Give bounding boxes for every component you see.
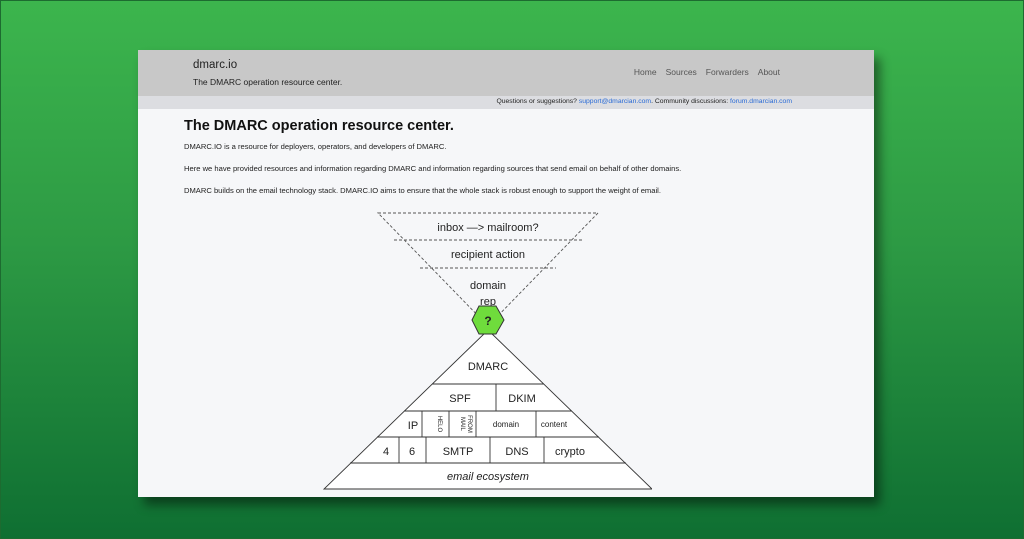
site-header: dmarc.io The DMARC operation resource ce… — [138, 50, 874, 96]
pyramid-spf-label: SPF — [449, 393, 471, 405]
forum-link[interactable]: forum.dmarcian.com — [730, 98, 792, 105]
nav-link-home[interactable]: Home — [633, 67, 657, 77]
pyramid-domain-label: domain — [493, 420, 519, 429]
pyramid-ipv4-label: 4 — [383, 446, 389, 458]
support-email-link[interactable]: support@dmarcian.com — [578, 98, 652, 105]
intro-paragraph: DMARC.IO is a resource for deployers, op… — [184, 142, 447, 151]
pyramid-smtp-label: SMTP — [443, 446, 474, 458]
stack-paragraph: DMARC builds on the email technology sta… — [184, 186, 661, 195]
funnel-outline — [376, 212, 600, 327]
main-content: The DMARC operation resource center. DMA… — [184, 118, 824, 195]
email-stack-diagram: inbox —> mailroom? recipient action doma… — [322, 212, 652, 490]
pyramid-grid — [350, 383, 626, 464]
pyramid-dmarc-label: DMARC — [468, 361, 508, 373]
contact-bar: Questions or suggestions? support@dmarci… — [138, 96, 874, 109]
nav-link-forwarders[interactable]: Forwarders — [705, 67, 749, 77]
pyramid-outline — [322, 329, 652, 490]
pyramid-ipv6-label: 6 — [409, 446, 415, 458]
site-tagline: The DMARC operation resource center. — [193, 77, 343, 87]
funnel-domain-label: domain — [470, 280, 506, 292]
questions-label: Questions or suggestions? — [496, 98, 577, 105]
community-label: . Community discussions: — [651, 98, 729, 105]
nav-link-about[interactable]: About — [757, 67, 780, 77]
website-screenshot: dmarc.io The DMARC operation resource ce… — [138, 50, 874, 497]
contact-line: Questions or suggestions? support@dmarci… — [496, 98, 792, 105]
top-nav: Home Sources Forwarders About — [634, 67, 780, 77]
nav-link-sources[interactable]: Sources — [665, 67, 697, 77]
pyramid-content-label: content — [541, 420, 568, 429]
pyramid-helo-label: HELO — [436, 416, 442, 433]
pyramid-dkim-label: DKIM — [508, 393, 536, 405]
funnel-inbox-label: inbox —> mailroom? — [437, 222, 538, 234]
pyramid-ecosystem-label: email ecosystem — [447, 471, 529, 483]
site-brand[interactable]: dmarc.io — [193, 59, 238, 71]
funnel-rep-label: rep — [480, 296, 496, 308]
pyramid-ip-label: IP — [408, 420, 418, 432]
funnel-recipient-action-label: recipient action — [451, 249, 525, 261]
pyramid-from-label: FROM — [466, 415, 472, 433]
pyramid-crypto-label: crypto — [555, 446, 585, 458]
hexagon-question-mark: ? — [484, 314, 491, 328]
page-title: The DMARC operation resource center. — [184, 118, 454, 134]
pyramid-dns-label: DNS — [505, 446, 528, 458]
pyramid-mail-label: MAIL — [459, 417, 465, 432]
question-hexagon — [471, 305, 505, 335]
resources-paragraph: Here we have provided resources and info… — [184, 164, 682, 173]
